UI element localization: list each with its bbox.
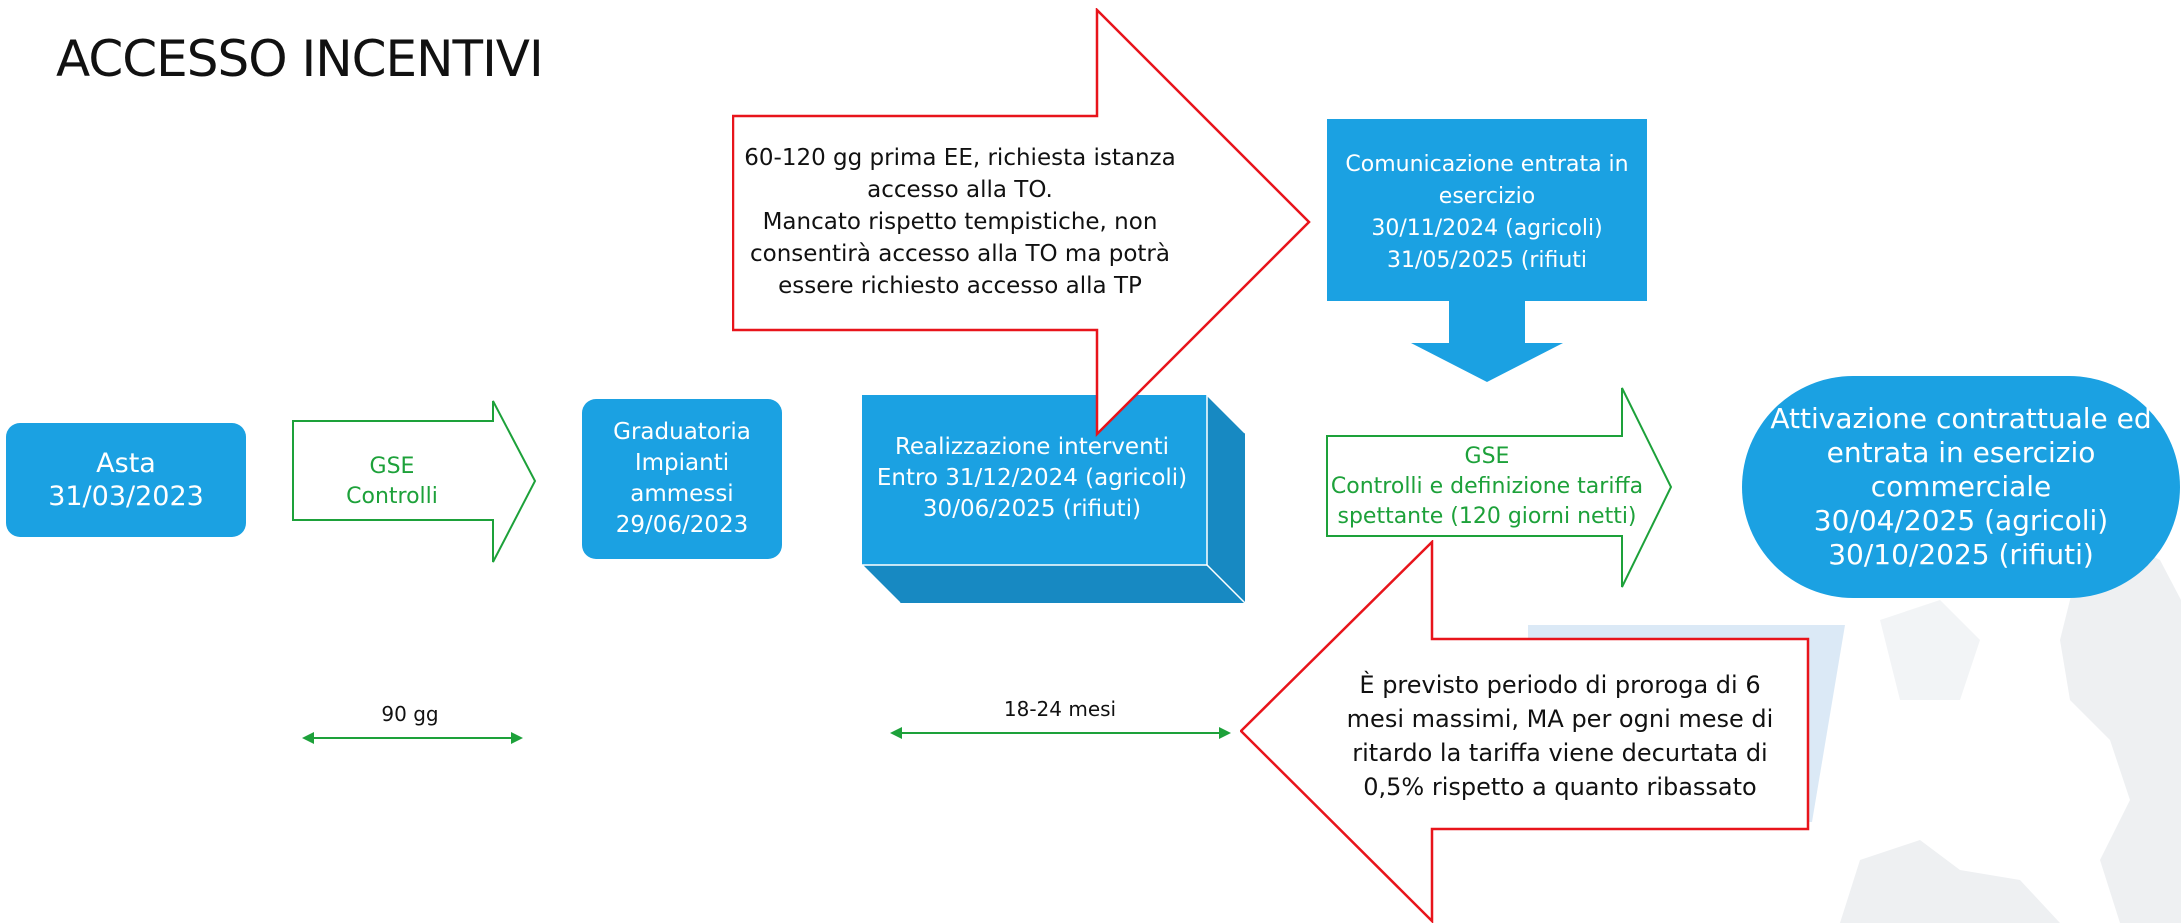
- comunicazione-line-1: Comunicazione entrata in: [1345, 152, 1629, 177]
- gse-controlli-line-1: GSE: [369, 454, 415, 479]
- gse-tariffa-arrow: [1326, 387, 1673, 588]
- proroga-text: È previsto periodo di proroga di 6 mesi …: [1340, 668, 1780, 804]
- watermark-shape: [1880, 600, 1980, 700]
- comunicazione-callout: [1327, 119, 1647, 382]
- asta-box: Asta 31/03/2023: [6, 423, 246, 537]
- arrowhead-right-icon: [1219, 727, 1231, 739]
- comunicazione-text: Comunicazione entrata in esercizio 30/11…: [1327, 119, 1647, 301]
- asta-date: 31/03/2023: [48, 481, 204, 512]
- attivazione-line-2: entrata in esercizio commerciale: [1826, 436, 2096, 503]
- attivazione-box: Attivazione contrattuale ed entrata in e…: [1742, 376, 2180, 598]
- attivazione-line-4: 30/10/2025 (rifiuti): [1828, 538, 2094, 571]
- gse-tariffa-line-1: GSE: [1464, 444, 1510, 469]
- gse-tariffa-text: GSE Controlli e definizione tariffa spet…: [1322, 442, 1652, 532]
- comunicazione-line-4: 31/05/2025 (rifiuti: [1386, 248, 1588, 273]
- gse-tariffa-line-3: spettante (120 giorni netti): [1337, 504, 1637, 529]
- proroga-line-1: È previsto periodo di proroga di 6: [1359, 671, 1761, 699]
- richiesta-to-arrow: [732, 8, 1311, 438]
- proroga-line-4: 0,5% rispetto a quanto ribassato: [1363, 773, 1757, 801]
- watermark-shape: [1840, 840, 2060, 923]
- proroga-line-3: ritardo la tariffa viene decurtata di: [1352, 739, 1768, 767]
- dimension-label-mesi: 18-24 mesi: [1003, 697, 1117, 721]
- arrowhead-left-icon: [890, 727, 902, 739]
- richiesta-to-text: 60-120 gg prima EE, richiesta istanza ac…: [740, 142, 1180, 302]
- proroga-line-2: mesi massimi, MA per ogni mese di: [1346, 705, 1774, 733]
- richiesta-to-line-1: 60-120 gg prima EE, richiesta istanza: [744, 145, 1176, 171]
- comunicazione-line-2: esercizio: [1438, 184, 1536, 209]
- graduatoria-box: Graduatoria Impianti ammessi 29/06/2023: [582, 399, 782, 559]
- gse-tariffa-line-2: Controlli e definizione tariffa: [1330, 474, 1644, 499]
- richiesta-to-line-2: accesso alla TO.: [867, 177, 1053, 203]
- realizzazione-line-2: Entro 31/12/2024 (agricoli): [876, 465, 1188, 491]
- richiesta-to-line-3: Mancato rispetto tempistiche, non: [762, 209, 1158, 235]
- graduatoria-line-1: Graduatoria: [613, 419, 751, 445]
- page-title: ACCESSO INCENTIVI: [56, 30, 544, 88]
- realizzazione-cube: [862, 395, 1246, 604]
- graduatoria-date: 29/06/2023: [615, 512, 749, 538]
- richiesta-to-line-4: consentirà accesso alla TO ma potrà: [750, 241, 1170, 267]
- down-arrow-icon: [1411, 301, 1563, 382]
- asta-label: Asta: [96, 448, 156, 479]
- graduatoria-line-2: Impianti: [634, 450, 730, 476]
- realizzazione-text: Realizzazione interventi Entro 31/12/202…: [862, 432, 1202, 525]
- dimension-line-90gg: [302, 732, 523, 744]
- gse-controlli-line-2: Controlli: [346, 484, 438, 509]
- realizzazione-line-1: Realizzazione interventi: [894, 434, 1170, 460]
- arrowhead-left-icon: [302, 732, 314, 744]
- richiesta-to-line-5: essere richiesto accesso alla TP: [778, 273, 1142, 299]
- arrowhead-right-icon: [511, 732, 523, 744]
- comunicazione-line-3: 30/11/2024 (agricoli): [1371, 216, 1603, 241]
- graduatoria-line-3: ammessi: [630, 481, 734, 507]
- gse-controlli-text: GSE Controlli: [292, 452, 492, 512]
- attivazione-line-3: 30/04/2025 (agricoli): [1813, 504, 2109, 537]
- dimension-line-mesi: [890, 727, 1231, 739]
- watermark-shape: [2060, 540, 2181, 923]
- gse-controlli-arrow: [292, 400, 537, 563]
- dimension-label-90gg: 90 gg: [381, 702, 439, 726]
- attivazione-line-1: Attivazione contrattuale ed: [1770, 402, 2152, 435]
- realizzazione-line-3: 30/06/2025 (rifiuti): [922, 496, 1142, 522]
- proroga-arrow: [1240, 540, 1810, 923]
